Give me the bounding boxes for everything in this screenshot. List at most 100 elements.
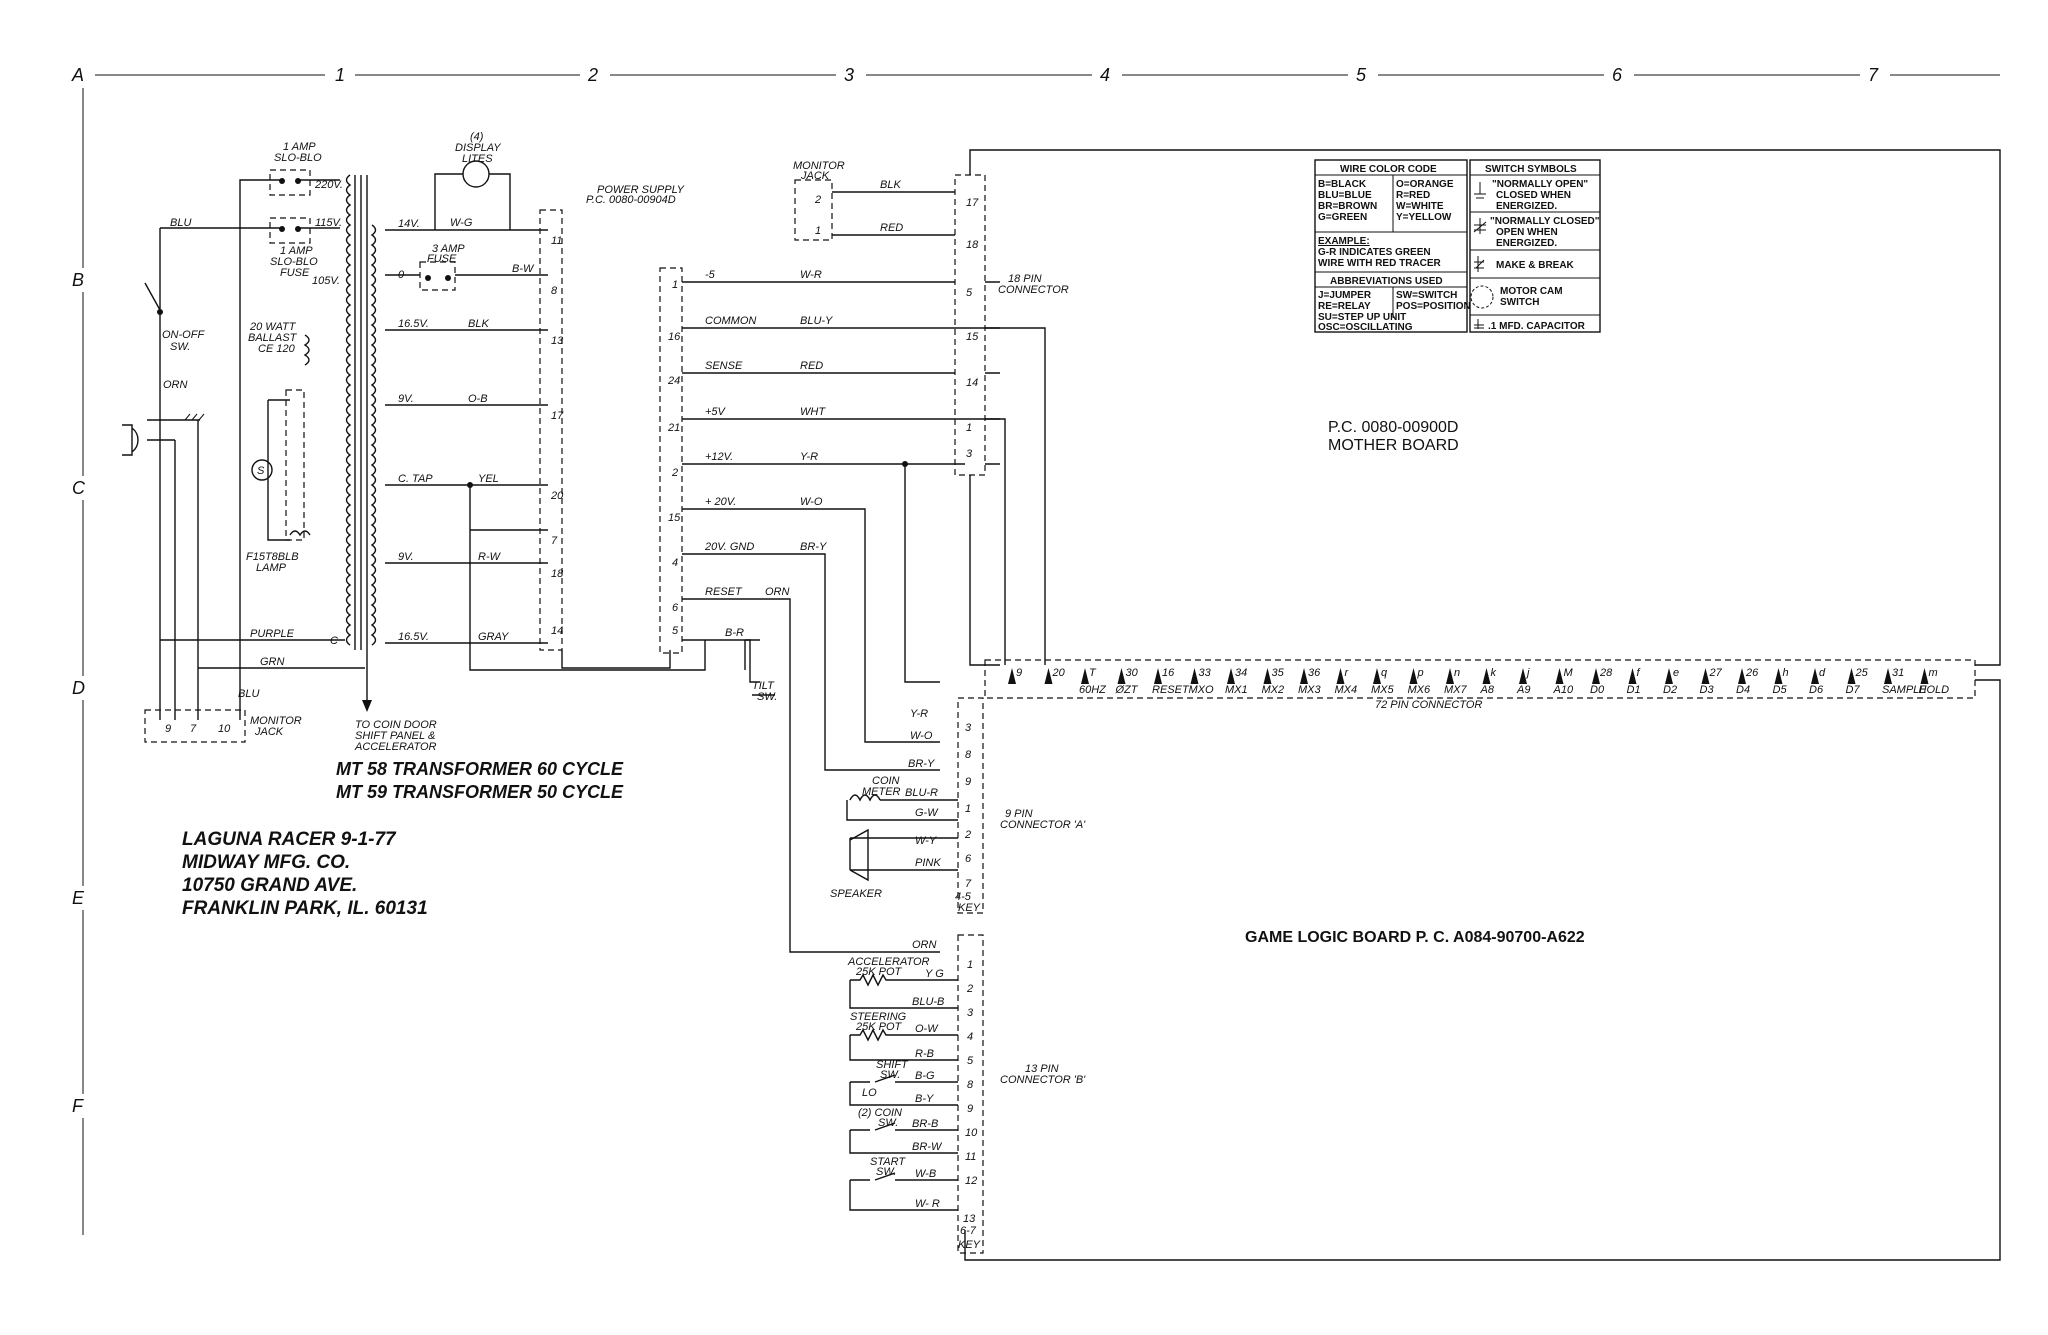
tap-c-primary: C (330, 635, 338, 647)
coin-door-note: TO COIN DOOR (355, 719, 437, 731)
power-supply-label: POWER SUPPLY (597, 184, 685, 196)
legend-abbr-osc: OSC=OSCILLATING (1318, 322, 1413, 333)
conn72-pin-marker (1774, 668, 1783, 684)
legend-color-br: BR=BROWN (1318, 201, 1377, 212)
wire-br-b: BR-B (912, 1118, 938, 1130)
tap-220: 220V. (314, 179, 343, 191)
grid-label-3: 3 (844, 65, 854, 85)
connB-pin-8: 8 (967, 1079, 974, 1091)
starter-icon (251, 459, 273, 481)
connA-key: KEY (958, 902, 981, 914)
monitor-jack-pin-7: 7 (190, 723, 197, 735)
fuse3-label-2: FUSE (427, 253, 457, 265)
shift-lo-label: LO (862, 1087, 877, 1099)
wire-wht: WHT (800, 406, 826, 418)
ac-plug-icon (122, 424, 139, 456)
conn72-pin-label: e (1673, 667, 1679, 679)
wire-r-w: R-W (478, 551, 502, 563)
tilt-label-2: SW. (757, 691, 777, 703)
signal-reset: RESET (705, 586, 743, 598)
coin-door-note-2: SHIFT PANEL & (355, 730, 435, 742)
grid-label-1: 1 (335, 65, 345, 85)
grid-label-2: 2 (587, 65, 598, 85)
legend-abbr-sw: SW=SWITCH (1396, 290, 1457, 301)
ps-left-pin-14: 14 (551, 625, 563, 637)
coin-meter-icon (849, 794, 881, 802)
connB-pin-67: 6-7 (960, 1225, 977, 1237)
connA-pin-3: 3 (965, 722, 972, 734)
accelerator-label: ACCELERATOR (847, 956, 930, 968)
conn72-signal-label: D1 (1627, 684, 1641, 696)
conn72-pin-label: r (1345, 667, 1350, 679)
display-label-2: DISPLAY (455, 142, 501, 154)
board-outlines: P.C. 0080-00900D MOTHER BOARD GAME LOGIC… (964, 149, 2001, 1261)
ps-right-pin-1: 1 (672, 279, 678, 291)
legend-example-line1: G-R INDICATES GREEN (1318, 247, 1431, 258)
monitor-jack-label-2: JACK (254, 726, 284, 738)
conn72-signal-label: D3 (1700, 684, 1715, 696)
connA-pin-45: 4-5 (955, 891, 972, 903)
speaker-label: SPEAKER (830, 888, 882, 900)
wire-purple: PURPLE (250, 628, 295, 640)
display-label-3: LITES (462, 153, 493, 165)
legend-color-o: O=ORANGE (1396, 179, 1454, 190)
conn72-pin-marker (1336, 668, 1345, 684)
grid-column-labels: A 1 2 3 4 5 6 7 (71, 64, 1890, 86)
wire-y-g: Y G (925, 968, 944, 980)
grid-frame (82, 74, 2000, 1235)
transformer-title: MT 58 TRANSFORMER 60 CYCLE (336, 759, 624, 779)
connA-pin-6: 6 (965, 853, 972, 865)
on-off-switch-label: ON-OFF (162, 329, 205, 341)
starter-label: S (257, 465, 265, 477)
legend-color-blu: BLU=BLUE (1318, 190, 1372, 201)
grid-row-labels: B C D E F (68, 268, 92, 1118)
ps-left-pin-20: 20 (550, 490, 564, 502)
power-supply-label-2: P.C. 0080-00904D (586, 194, 676, 206)
monitor-jack-pin-10: 10 (218, 723, 231, 735)
shift-label: SHIFT (876, 1059, 909, 1071)
legend-nc-1: "NORMALLY CLOSED" (1490, 216, 1600, 227)
accelerator-label-2: 25K POT (855, 966, 903, 978)
coin-meter-label-2: METER (862, 786, 901, 798)
legend-abbr-pos: POS=POSITION (1396, 301, 1471, 312)
lamp-label: F15T8BLB (246, 551, 299, 563)
legend-abbr-su: SU=STEP UP UNIT (1318, 312, 1406, 323)
conn72-pin-label: j (1525, 667, 1530, 679)
conn72-signal-label: D2 (1663, 684, 1677, 696)
ps-right-pin-24: 24 (667, 375, 680, 387)
legend-cam-2: SWITCH (1500, 297, 1539, 308)
display-label: (4) (470, 131, 484, 143)
conn72-pin-label: h (1783, 667, 1789, 679)
conn72-signal-label: MX7 (1444, 684, 1468, 696)
conn72-pin-marker (1592, 668, 1600, 684)
conn72-signal-label: D4 (1736, 684, 1750, 696)
conn72-signal-label: HOLD (1919, 684, 1950, 696)
wire-o-b: O-B (468, 393, 488, 405)
wire-o-w: O-W (915, 1023, 939, 1035)
conn18-pin-14: 14 (966, 377, 978, 389)
steering-pot-icon (849, 1028, 958, 1061)
conn72-pin-marker (1738, 668, 1746, 684)
legend-nc-3: ENERGIZED. (1496, 238, 1557, 249)
legend-capacitor: .1 MFD. CAPACITOR (1488, 321, 1586, 332)
conn72-pin-marker (1628, 668, 1637, 684)
connA-label-2: CONNECTOR 'A' (1000, 819, 1086, 831)
ps-left-pin-17: 17 (551, 410, 564, 422)
conn72-pin-marker (1044, 668, 1053, 684)
wire-w-r: W-R (800, 269, 822, 281)
ps-right-pin-6: 6 (672, 602, 679, 614)
monitor-jack-label: MONITOR (250, 715, 302, 727)
legend-no-2: CLOSED WHEN (1496, 190, 1571, 201)
conn72-signal-label: ØZT (1115, 684, 1139, 696)
conn72-pin-marker (1446, 668, 1454, 684)
signal-20v: + 20V. (705, 496, 736, 508)
fuse1-label-2: SLO-BLO (274, 152, 322, 164)
wire-br-y-a: BR-Y (908, 758, 935, 770)
coin-sw-label-2: SW. (878, 1117, 898, 1129)
wire-y-r: Y-R (800, 451, 818, 463)
grid-label-6: 6 (1612, 65, 1623, 85)
wire-orn-left: ORN (163, 379, 188, 391)
signal-5v: +5V (705, 406, 727, 418)
wire-w-o-a: W-O (910, 730, 933, 742)
